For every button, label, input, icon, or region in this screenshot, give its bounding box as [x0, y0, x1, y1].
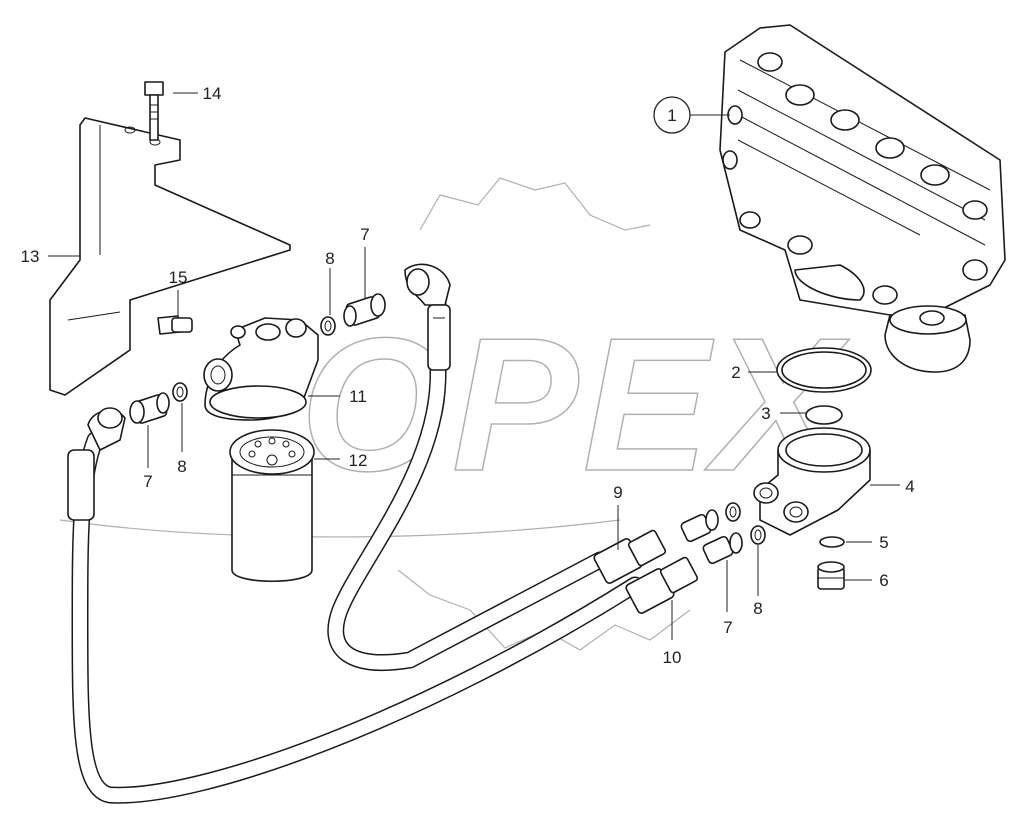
oil-cooler — [719, 24, 1006, 373]
bolt-14 — [144, 81, 164, 141]
callout-7-right: 7 — [723, 618, 732, 637]
seal-8-right-upper — [725, 502, 741, 522]
svg-text:1: 1 — [667, 106, 676, 125]
callout-6: 6 — [879, 571, 888, 590]
hose-10 — [71, 431, 644, 804]
seal-5 — [819, 536, 845, 548]
adapter-7-upper — [343, 293, 386, 327]
watermark: OPEX — [59, 177, 850, 651]
callout-8-left: 8 — [177, 457, 186, 476]
callout-12: 12 — [349, 451, 368, 470]
o-ring-3 — [805, 405, 843, 425]
watermark-arc — [59, 519, 621, 538]
hose-fitting-upper — [404, 263, 451, 371]
adapter-7-lower — [129, 392, 170, 424]
filter-housing-4 — [753, 427, 871, 536]
callout-4: 4 — [905, 477, 914, 496]
filter-cartridge — [229, 429, 315, 582]
callout-13: 13 — [21, 247, 40, 266]
hose-fitting-lower — [67, 407, 126, 521]
callout-15: 15 — [169, 268, 188, 287]
callout-1: 1 — [653, 96, 691, 134]
filter-head — [203, 317, 319, 421]
callout-3: 3 — [761, 404, 770, 423]
hose-fitting-10 — [625, 556, 699, 614]
seal-8-lower — [172, 382, 188, 402]
callout-2: 2 — [731, 363, 740, 382]
callout-7-top: 7 — [360, 225, 369, 244]
callout-7-left: 7 — [143, 472, 152, 491]
watermark-text: OPEX — [300, 299, 850, 511]
o-ring-2 — [776, 347, 872, 393]
bolt-15 — [157, 315, 193, 335]
leader-lines — [48, 92, 900, 640]
callout-5: 5 — [879, 533, 888, 552]
callout-8-top: 8 — [325, 249, 334, 268]
plug-6 — [817, 561, 845, 590]
adapter-7-right-lower — [702, 532, 743, 565]
callout-8-right: 8 — [753, 599, 762, 618]
hose-9 — [327, 291, 609, 672]
adapter-7-right-upper — [680, 509, 719, 543]
callout-10: 10 — [663, 648, 682, 667]
seal-8-right-lower — [750, 525, 766, 545]
callout-9: 9 — [613, 483, 622, 502]
callout-11: 11 — [349, 387, 367, 406]
seal-8-upper — [320, 316, 336, 336]
hose-fitting-9 — [593, 529, 667, 584]
bracket — [49, 117, 291, 396]
callout-14: 14 — [203, 84, 222, 103]
